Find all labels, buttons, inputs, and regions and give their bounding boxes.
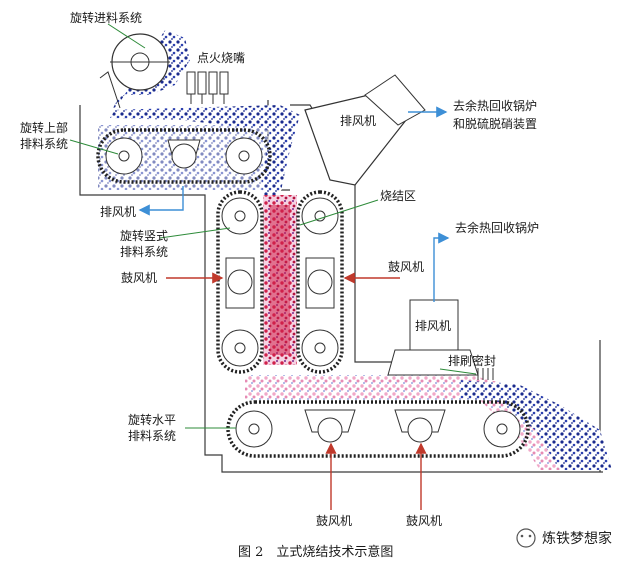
label-blower-bottom-2: 鼓风机 <box>406 514 442 528</box>
leader-lines <box>69 23 477 429</box>
ignition-burners <box>186 71 229 104</box>
wechat-icon <box>516 528 536 548</box>
label-rotary-upper-discharge-1: 旋转上部 <box>20 120 68 135</box>
horizontal-belt <box>226 400 530 458</box>
label-rotary-horizontal-discharge-2: 排料系统 <box>128 429 176 443</box>
brush-seal <box>477 368 494 380</box>
label-rotary-upper-discharge-2: 排料系统 <box>20 137 68 151</box>
label-rotary-feed-system: 旋转进料系统 <box>70 10 142 25</box>
vertical-belt-left <box>216 190 264 374</box>
vertical-belt-right <box>296 190 344 374</box>
watermark-text: 炼铁梦想家 <box>542 530 612 547</box>
label-blower-left: 鼓风机 <box>121 271 157 285</box>
figure-caption: 图 2 立式烧结技术示意图 <box>238 544 393 560</box>
label-exhaust-fan-lower: 排风机 <box>415 319 451 333</box>
exhaust-hood-top <box>304 74 426 186</box>
label-to-boiler-desulf-2: 和脱硫脱硝装置 <box>453 116 537 131</box>
label-rotary-horizontal-discharge-1: 旋转水平 <box>128 412 176 427</box>
gas-flow-arrows <box>138 106 450 302</box>
label-blower-right: 鼓风机 <box>388 260 424 274</box>
label-to-boiler-desulf-1: 去余热回收锅炉 <box>453 98 537 113</box>
rotary-feed-drum <box>99 33 170 109</box>
label-exhaust-fan-top: 排风机 <box>340 114 376 128</box>
label-rotary-vertical-discharge-1: 旋转竖式 <box>120 228 168 243</box>
label-to-boiler: 去余热回收锅炉 <box>455 220 539 235</box>
label-blower-bottom-1: 鼓风机 <box>316 514 352 528</box>
upper-belt-loop <box>96 128 272 184</box>
label-sintering-zone: 烧结区 <box>380 189 416 203</box>
label-ignition-burner: 点火烧嘴 <box>197 51 245 65</box>
label-exhaust-fan-left: 排风机 <box>100 205 136 219</box>
label-rotary-vertical-discharge-2: 排料系统 <box>120 245 168 259</box>
watermark: 炼铁梦想家 <box>516 528 612 548</box>
blower-arrows <box>166 272 427 510</box>
label-brush-seal: 排刷密封 <box>448 353 496 368</box>
